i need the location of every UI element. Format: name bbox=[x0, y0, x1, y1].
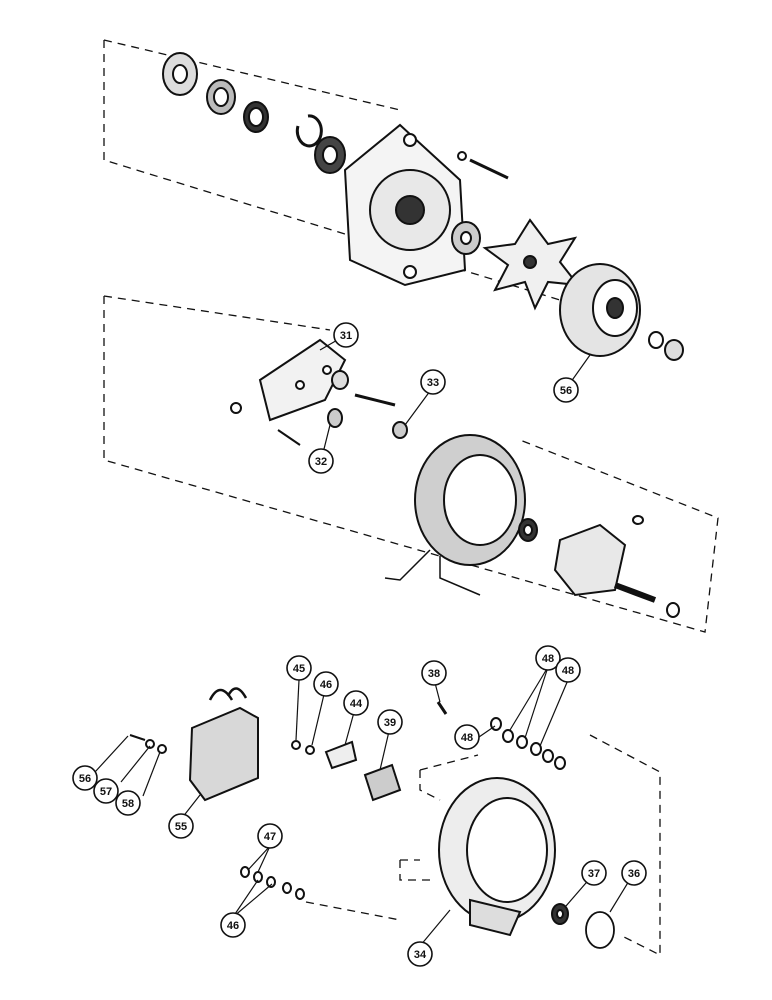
rear-housing bbox=[438, 777, 556, 937]
screw bbox=[277, 429, 301, 446]
callout-56: 56 bbox=[72, 765, 98, 791]
callout-label: 46 bbox=[320, 679, 332, 691]
front-housing-group bbox=[162, 52, 684, 361]
stator bbox=[414, 434, 526, 566]
callout-label: 48 bbox=[562, 665, 574, 677]
front-housing bbox=[343, 123, 467, 287]
rotor bbox=[553, 515, 680, 618]
callout-label: 47 bbox=[264, 831, 276, 843]
pulley-nut bbox=[648, 331, 684, 361]
callout-label: 58 bbox=[122, 798, 134, 810]
callout-55: 55 bbox=[168, 813, 194, 839]
washers-48 bbox=[490, 717, 566, 770]
callout-label: 44 bbox=[350, 698, 363, 710]
washer-58 bbox=[157, 744, 167, 754]
pulley bbox=[559, 263, 641, 357]
o-ring bbox=[585, 911, 615, 949]
washer bbox=[162, 52, 198, 96]
callout-label: 37 bbox=[588, 868, 600, 880]
callout-label: 57 bbox=[100, 786, 112, 798]
callout-label: 46 bbox=[227, 920, 239, 932]
callout-label: 34 bbox=[414, 949, 427, 961]
callout-39: 39 bbox=[377, 709, 403, 735]
callout-label: 38 bbox=[428, 668, 440, 680]
screw-45 bbox=[291, 740, 301, 750]
rotor-stator-group-outline bbox=[103, 296, 719, 633]
retainer bbox=[243, 101, 269, 133]
callout-57: 57 bbox=[93, 778, 119, 804]
washer-33 bbox=[392, 421, 408, 439]
callout-46: 46 bbox=[313, 671, 339, 697]
callout-46: 46 bbox=[220, 912, 246, 938]
callout-label: 33 bbox=[427, 377, 439, 389]
callout-44: 44 bbox=[343, 690, 369, 716]
callout-56: 56 bbox=[553, 377, 579, 403]
callout-58: 58 bbox=[115, 790, 141, 816]
through-bolt bbox=[457, 151, 509, 180]
callout-31: 31 bbox=[333, 322, 359, 348]
callout-47: 47 bbox=[257, 823, 283, 849]
callout-48: 48 bbox=[454, 724, 480, 750]
callout-label: 48 bbox=[542, 653, 554, 665]
front-bearing bbox=[314, 136, 346, 174]
insulator bbox=[331, 370, 349, 390]
snap-ring bbox=[295, 114, 323, 148]
regulator-group bbox=[129, 687, 615, 949]
washers-46-47 bbox=[240, 866, 305, 900]
callout-label: 31 bbox=[340, 330, 352, 342]
stator-leads bbox=[384, 549, 481, 596]
callouts: 31 32 33 56 45 46 44 39 bbox=[72, 322, 647, 967]
callout-label: 39 bbox=[384, 717, 396, 729]
spacer bbox=[451, 221, 481, 255]
callout-label: 56 bbox=[560, 385, 572, 397]
callout-label: 36 bbox=[628, 868, 640, 880]
stator-rotor-group bbox=[384, 434, 680, 618]
seal bbox=[206, 79, 236, 115]
bolt bbox=[354, 393, 396, 407]
callout-33: 33 bbox=[420, 369, 446, 395]
callout-34: 34 bbox=[407, 941, 433, 967]
callout-38: 38 bbox=[421, 660, 447, 686]
callout-45: 45 bbox=[286, 655, 312, 681]
relay bbox=[363, 763, 402, 802]
mounting-hardware bbox=[230, 338, 408, 446]
callout-37: 37 bbox=[581, 860, 607, 886]
callout-48: 48 bbox=[555, 657, 581, 683]
washer-46 bbox=[305, 745, 315, 755]
washer-57 bbox=[145, 739, 155, 749]
rear-bearing-37 bbox=[551, 903, 569, 925]
callout-48: 48 bbox=[535, 645, 561, 671]
nut bbox=[230, 402, 242, 414]
regulator-group-outline bbox=[589, 734, 661, 957]
clip bbox=[324, 740, 358, 770]
callout-36: 36 bbox=[621, 860, 647, 886]
screw-38 bbox=[436, 701, 448, 715]
terminal-nut bbox=[327, 408, 343, 428]
regulator bbox=[188, 687, 259, 802]
callout-label: 55 bbox=[175, 821, 187, 833]
screw-56 bbox=[129, 734, 146, 741]
rear-bearing bbox=[518, 518, 538, 542]
callout-label: 45 bbox=[293, 663, 305, 675]
callout-label: 56 bbox=[79, 773, 91, 785]
callout-label: 32 bbox=[315, 456, 327, 468]
callout-label: 48 bbox=[461, 732, 473, 744]
callout-32: 32 bbox=[308, 448, 334, 474]
